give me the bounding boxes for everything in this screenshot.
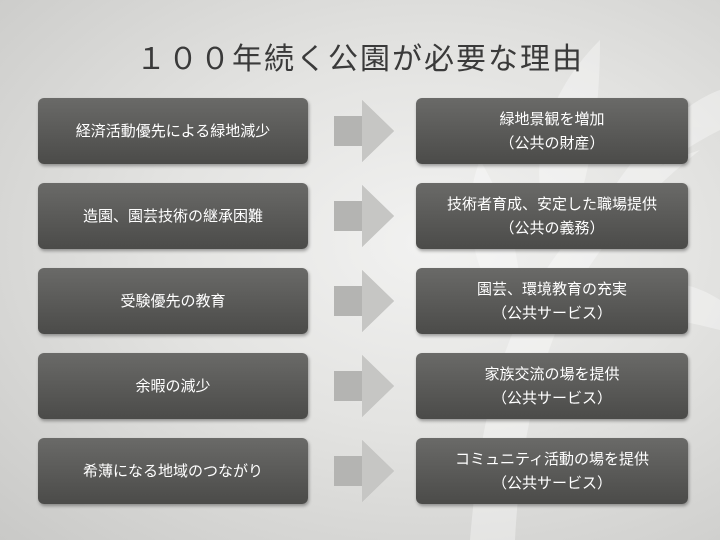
cause-label-5: 希薄になる地域のつながり [82,462,263,480]
cause-label-1: 経済活動優先による緑地減少 [75,122,271,140]
result-box-1: 緑地景観を増加 （公共の財産） [416,98,688,164]
result-line2-3: （公共サービス） [491,304,612,322]
result-line1-5: コミュニティ活動の場を提供 [454,450,650,468]
result-box-3: 園芸、環境教育の充実 （公共サービス） [416,268,688,334]
result-line2-1: （公共の財産） [499,134,605,152]
right-arrow-icon [334,270,394,332]
right-arrow-icon [334,185,394,247]
result-box-5: コミュニティ活動の場を提供 （公共サービス） [416,438,688,504]
result-line2-4: （公共サービス） [491,389,612,407]
page-title: １００年続く公園が必要な理由 [136,42,584,77]
cause-label-3: 受験優先の教育 [120,292,226,310]
result-line1-4: 家族交流の場を提供 [484,365,620,383]
right-arrow-icon [334,100,394,162]
cause-box-3: 受験優先の教育 [38,268,308,334]
cause-label-4: 余暇の減少 [135,377,211,395]
result-line1-2: 技術者育成、安定した職場提供 [446,195,657,213]
cause-box-5: 希薄になる地域のつながり [38,438,308,504]
cause-box-2: 造園、園芸技術の継承困難 [38,183,308,249]
result-line2-2: （公共の義務） [499,219,605,237]
right-arrow-icon [334,355,394,417]
result-line1-1: 緑地景観を増加 [499,110,605,128]
cause-label-2: 造園、園芸技術の継承困難 [82,207,263,225]
cause-box-1: 経済活動優先による緑地減少 [38,98,308,164]
right-arrow-icon [334,440,394,502]
cause-box-4: 余暇の減少 [38,353,308,419]
result-line1-3: 園芸、環境教育の充実 [476,280,627,298]
result-line2-5: （公共サービス） [491,474,612,492]
result-box-4: 家族交流の場を提供 （公共サービス） [416,353,688,419]
result-box-2: 技術者育成、安定した職場提供 （公共の義務） [416,183,688,249]
